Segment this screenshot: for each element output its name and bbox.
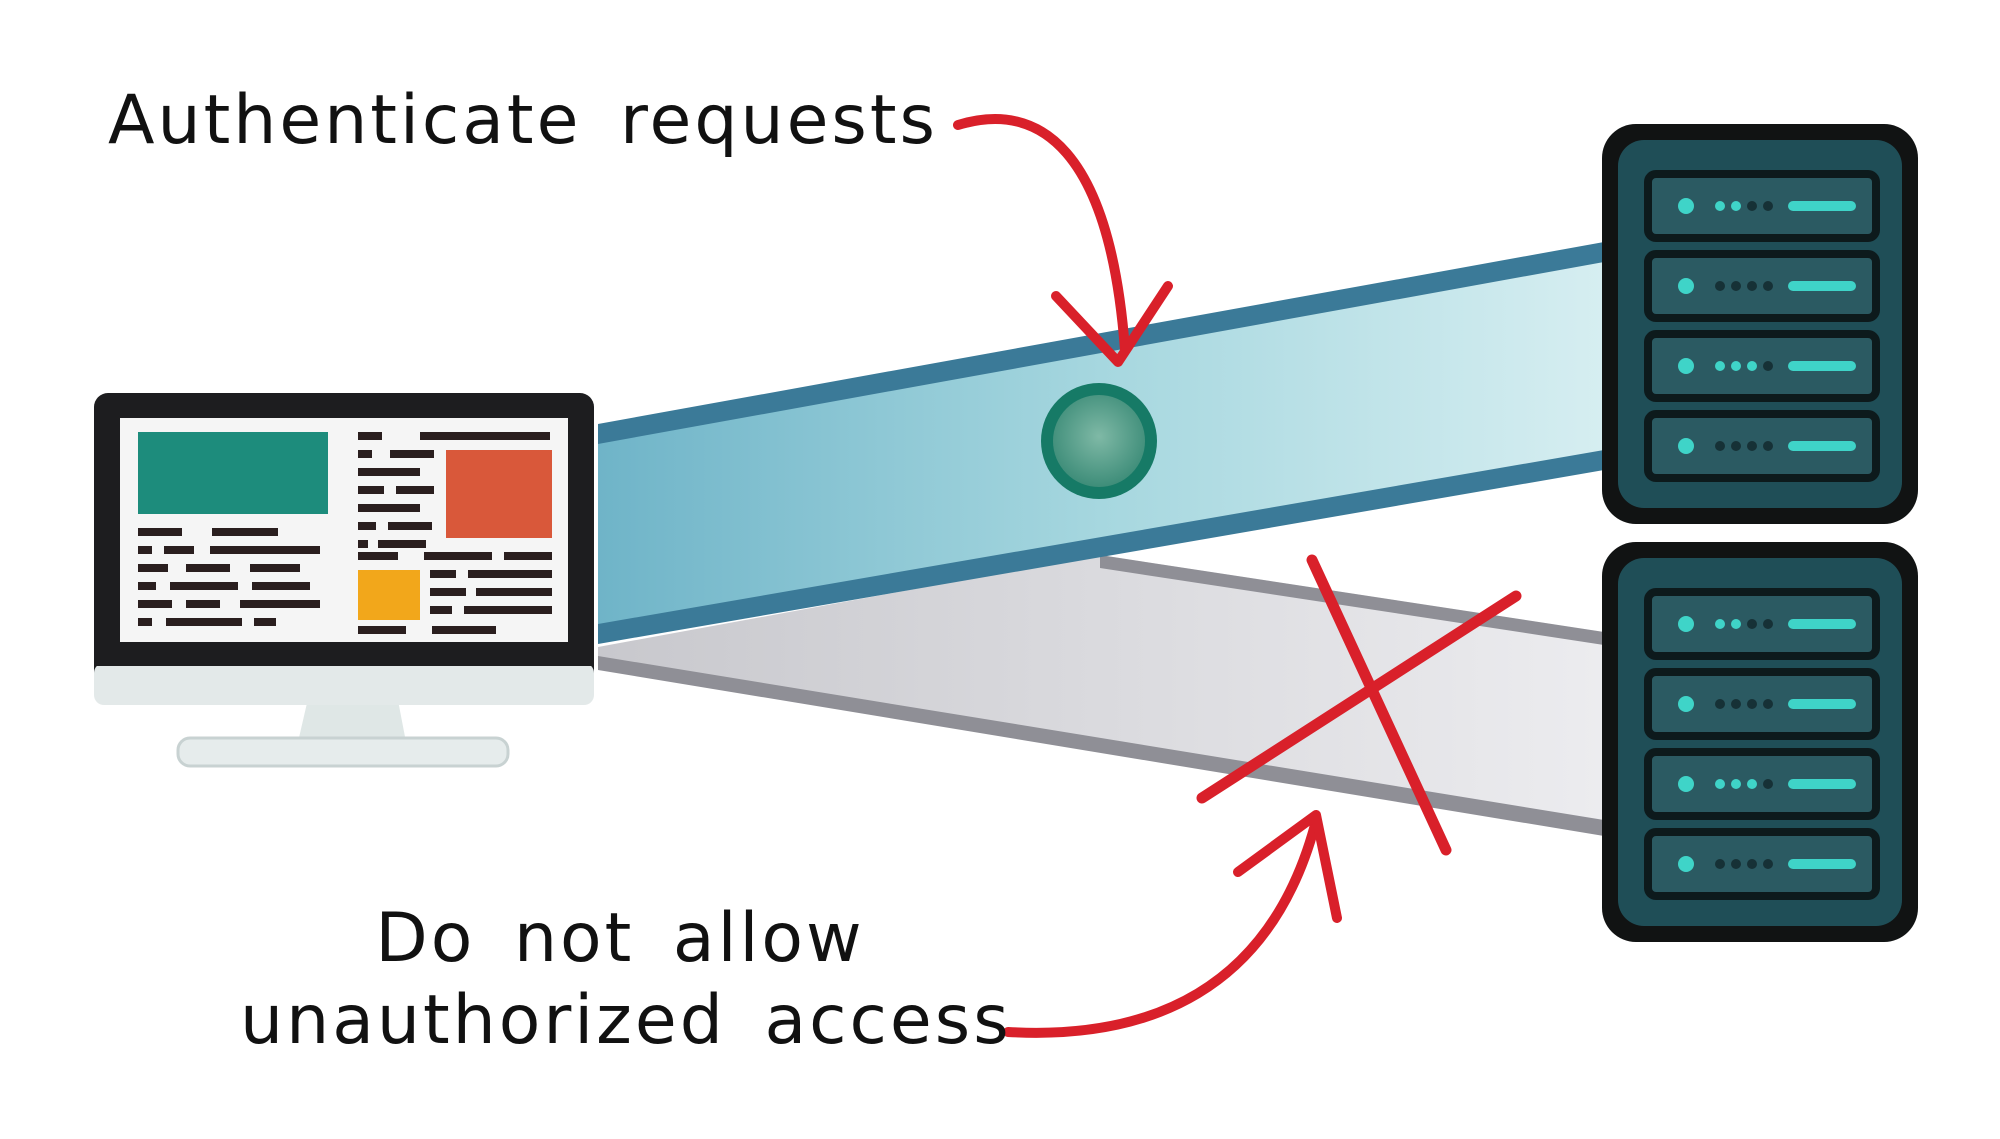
authenticate-arrow [953, 114, 1173, 367]
deny-label-line-2: unauthorized access [240, 980, 1012, 1060]
server-rack-icon [1602, 542, 1918, 942]
authenticate-label: Authenticate requests [108, 81, 938, 160]
deny-label-line-1: Do not allow [375, 899, 865, 978]
computer-monitor-icon [94, 393, 594, 768]
deny-arrow [1003, 810, 1342, 1038]
auth-token-icon [1041, 383, 1157, 499]
deny-label: Do not allow unauthorized access [240, 898, 1012, 1061]
server-rack-icon [1602, 124, 1918, 524]
red-x-icon [1196, 554, 1522, 856]
